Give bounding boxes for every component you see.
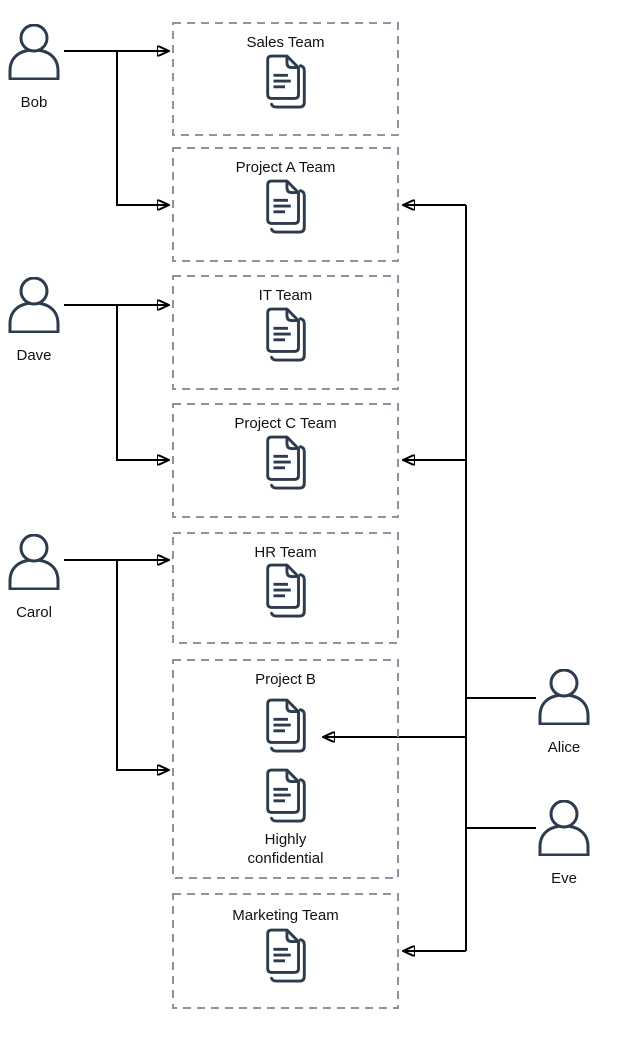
- document-icon: [260, 697, 312, 762]
- person-label: Alice: [547, 739, 581, 756]
- team-box-it: IT Team: [172, 275, 399, 390]
- user-icon: [8, 24, 60, 80]
- user-icon: [8, 534, 60, 590]
- team-box-sales: Sales Team: [172, 22, 399, 136]
- edge-dave-project-c: [116, 305, 169, 460]
- team-title: Sales Team: [246, 34, 325, 51]
- confidential-note-line1: Highly: [264, 831, 307, 848]
- team-box-marketing: Marketing Team: [172, 893, 399, 1009]
- team-title: Project B: [255, 671, 316, 688]
- team-box-project-a: Project A Team: [172, 147, 399, 262]
- team-title: IT Team: [258, 287, 313, 304]
- edge-bob-project-a: [116, 51, 169, 205]
- team-title: Project A Team: [235, 159, 336, 176]
- person-bob: Bob: [6, 24, 62, 111]
- document-icon: [260, 178, 312, 243]
- team-box-project-b: Project B Highly confidential: [172, 659, 399, 879]
- person-eve: Eve: [536, 800, 592, 887]
- document-icon: [260, 53, 312, 118]
- document-icon: [260, 306, 312, 371]
- person-label: Bob: [20, 94, 48, 111]
- person-label: Carol: [16, 604, 52, 621]
- user-icon: [538, 669, 590, 725]
- team-title: Marketing Team: [232, 907, 339, 924]
- person-label: Eve: [551, 870, 577, 887]
- person-dave: Dave: [6, 277, 62, 364]
- confidential-note-line2: confidential: [247, 850, 324, 867]
- team-box-hr: HR Team: [172, 532, 399, 644]
- user-icon: [538, 800, 590, 856]
- person-carol: Carol: [6, 534, 62, 621]
- team-title: Project C Team: [234, 415, 337, 432]
- team-title: HR Team: [254, 544, 317, 561]
- document-icon: [260, 562, 312, 627]
- team-box-project-c: Project C Team: [172, 403, 399, 518]
- user-icon: [8, 277, 60, 333]
- document-icon: [260, 434, 312, 499]
- person-label: Dave: [16, 347, 52, 364]
- document-icon: [260, 927, 312, 992]
- person-alice: Alice: [536, 669, 592, 756]
- edge-carol-project-b: [116, 560, 169, 770]
- confidential-document-icon: [260, 767, 312, 832]
- confidential-note: Highly confidential: [172, 830, 399, 868]
